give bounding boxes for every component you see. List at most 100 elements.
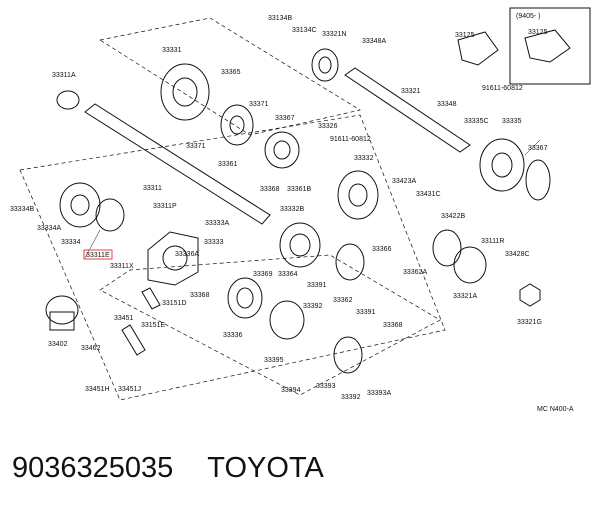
inset-header: (9405- ) xyxy=(516,13,541,20)
input-shaft xyxy=(84,103,271,225)
label-33125-b: 33125 xyxy=(528,29,548,36)
dashed-boundary-upper xyxy=(99,17,361,136)
label-33451J: 33451J xyxy=(118,386,141,393)
bolt-33151D xyxy=(141,287,161,310)
label-33423A: 33423A xyxy=(392,178,416,185)
gear-33334 xyxy=(59,182,101,228)
gear-33321N xyxy=(311,48,339,82)
label-33361: 33361 xyxy=(218,161,238,168)
sleeve-33395 xyxy=(269,300,305,340)
label-33134B: 33134B xyxy=(268,15,292,22)
label-33348: 33348 xyxy=(437,101,457,108)
gear-33367 xyxy=(264,131,300,169)
label-33321A: 33321A xyxy=(453,293,477,300)
label-33368-c: 33368 xyxy=(383,322,403,329)
label-33311P: 33311P xyxy=(153,203,177,210)
shaft-33451 xyxy=(121,324,146,356)
label-33336A: 33336A xyxy=(175,251,199,258)
label-33334B: 33334B xyxy=(10,206,34,213)
label-33394: 33394 xyxy=(281,387,301,394)
label-33336: 33336 xyxy=(223,332,243,339)
label-33391-a: 33391 xyxy=(307,282,327,289)
label-33335: 33335 xyxy=(502,118,522,125)
label-33366: 33366 xyxy=(372,246,392,253)
inset-box xyxy=(509,7,591,85)
label-33462: 33462 xyxy=(81,345,101,352)
label-33364: 33364 xyxy=(278,271,298,278)
bracket-33125 xyxy=(457,29,571,66)
highlighted-part-33311E: 33311E xyxy=(83,249,113,260)
label-33371-b: 33371 xyxy=(186,143,206,150)
dashed-boundary-main xyxy=(19,114,446,401)
gear-33422B xyxy=(432,229,462,267)
label-33348A: 33348A xyxy=(362,38,386,45)
label-33331: 33331 xyxy=(162,47,182,54)
label-33392-b: 33392 xyxy=(341,394,361,401)
label-33451H: 33451H xyxy=(85,386,110,393)
label-33311E: 33311E xyxy=(86,252,110,259)
label-33362A: 33362A xyxy=(403,269,427,276)
nut-33321G xyxy=(519,283,541,307)
gear-33332 xyxy=(337,170,379,220)
part-number: 9036325035 xyxy=(12,452,174,484)
gear-33321A xyxy=(453,246,487,284)
label-91611-60812-b: 91611-60812 xyxy=(330,136,371,143)
label-33334: 33334 xyxy=(61,239,81,246)
gear-33393 xyxy=(333,336,363,374)
gear-33402 xyxy=(45,295,79,331)
exploded-parts-diagram: (9405- ) 33134B 33134C 33321N 33348A 331… xyxy=(10,7,591,413)
label-33368-b: 33368 xyxy=(190,292,210,299)
bearing-33311A xyxy=(56,90,80,110)
counter-shaft xyxy=(344,67,471,153)
brand-name: TOYOTA xyxy=(207,452,324,484)
label-33362: 33362 xyxy=(333,297,353,304)
bearing-33334A xyxy=(95,198,125,232)
label-33451: 33451 xyxy=(114,315,134,322)
label-33367-a: 33367 xyxy=(275,115,295,122)
label-33333: 33333 xyxy=(204,239,224,246)
label-33125-a: 33125 xyxy=(455,32,475,39)
part-caption: 9036325035 TOYOTA xyxy=(12,452,358,485)
label-33369: 33369 xyxy=(253,271,273,278)
label-33321G: 33321G xyxy=(517,319,542,326)
cover-33311X xyxy=(147,231,199,286)
label-33422B: 33422B xyxy=(441,213,465,220)
label-33332: 33332 xyxy=(354,155,374,162)
gear-33365 xyxy=(220,104,254,146)
label-33428C: 33428C xyxy=(505,251,530,258)
gear-33336 xyxy=(227,277,263,319)
label-33361B: 33361B xyxy=(287,186,311,193)
label-33393: 33393 xyxy=(316,383,336,390)
label-33368-a: 33368 xyxy=(260,186,280,193)
sleeve-33364 xyxy=(279,222,321,268)
label-33391-b: 33391 xyxy=(356,309,376,316)
label-33365: 33365 xyxy=(221,69,241,76)
ring-33367b xyxy=(525,159,551,201)
label-33134C: 33134C xyxy=(292,27,317,34)
label-33395: 33395 xyxy=(264,357,284,364)
label-33151E: 33151E xyxy=(141,322,165,329)
label-33333A: 33333A xyxy=(205,220,229,227)
gear-33335 xyxy=(479,138,525,192)
gear-33362 xyxy=(335,243,365,281)
label-33311A: 33311A xyxy=(52,72,76,79)
label-33326: 33326 xyxy=(318,123,338,130)
footer-code: MC N400-A xyxy=(537,406,574,413)
dashed-boundary-lower xyxy=(99,254,441,396)
label-91611-60812-a: 91611-60812 xyxy=(482,85,523,92)
label-33392: 33392 xyxy=(303,303,323,310)
label-33151D: 33151D xyxy=(162,300,187,307)
label-33334A: 33334A xyxy=(37,225,61,232)
label-33431C: 33431C xyxy=(416,191,441,198)
label-33367-b: 33367 xyxy=(528,145,548,152)
label-33402: 33402 xyxy=(48,341,68,348)
label-33321N: 33321N xyxy=(322,31,347,38)
gear-33331 xyxy=(160,63,210,121)
label-33371-a: 33371 xyxy=(249,101,269,108)
label-33335C: 33335C xyxy=(464,118,489,125)
label-33393A: 33393A xyxy=(367,390,391,397)
label-33311X: 33311X xyxy=(110,263,134,270)
label-33111R: 33111R xyxy=(481,238,504,245)
label-33311: 33311 xyxy=(143,185,162,192)
label-33332B: 33332B xyxy=(280,206,304,213)
